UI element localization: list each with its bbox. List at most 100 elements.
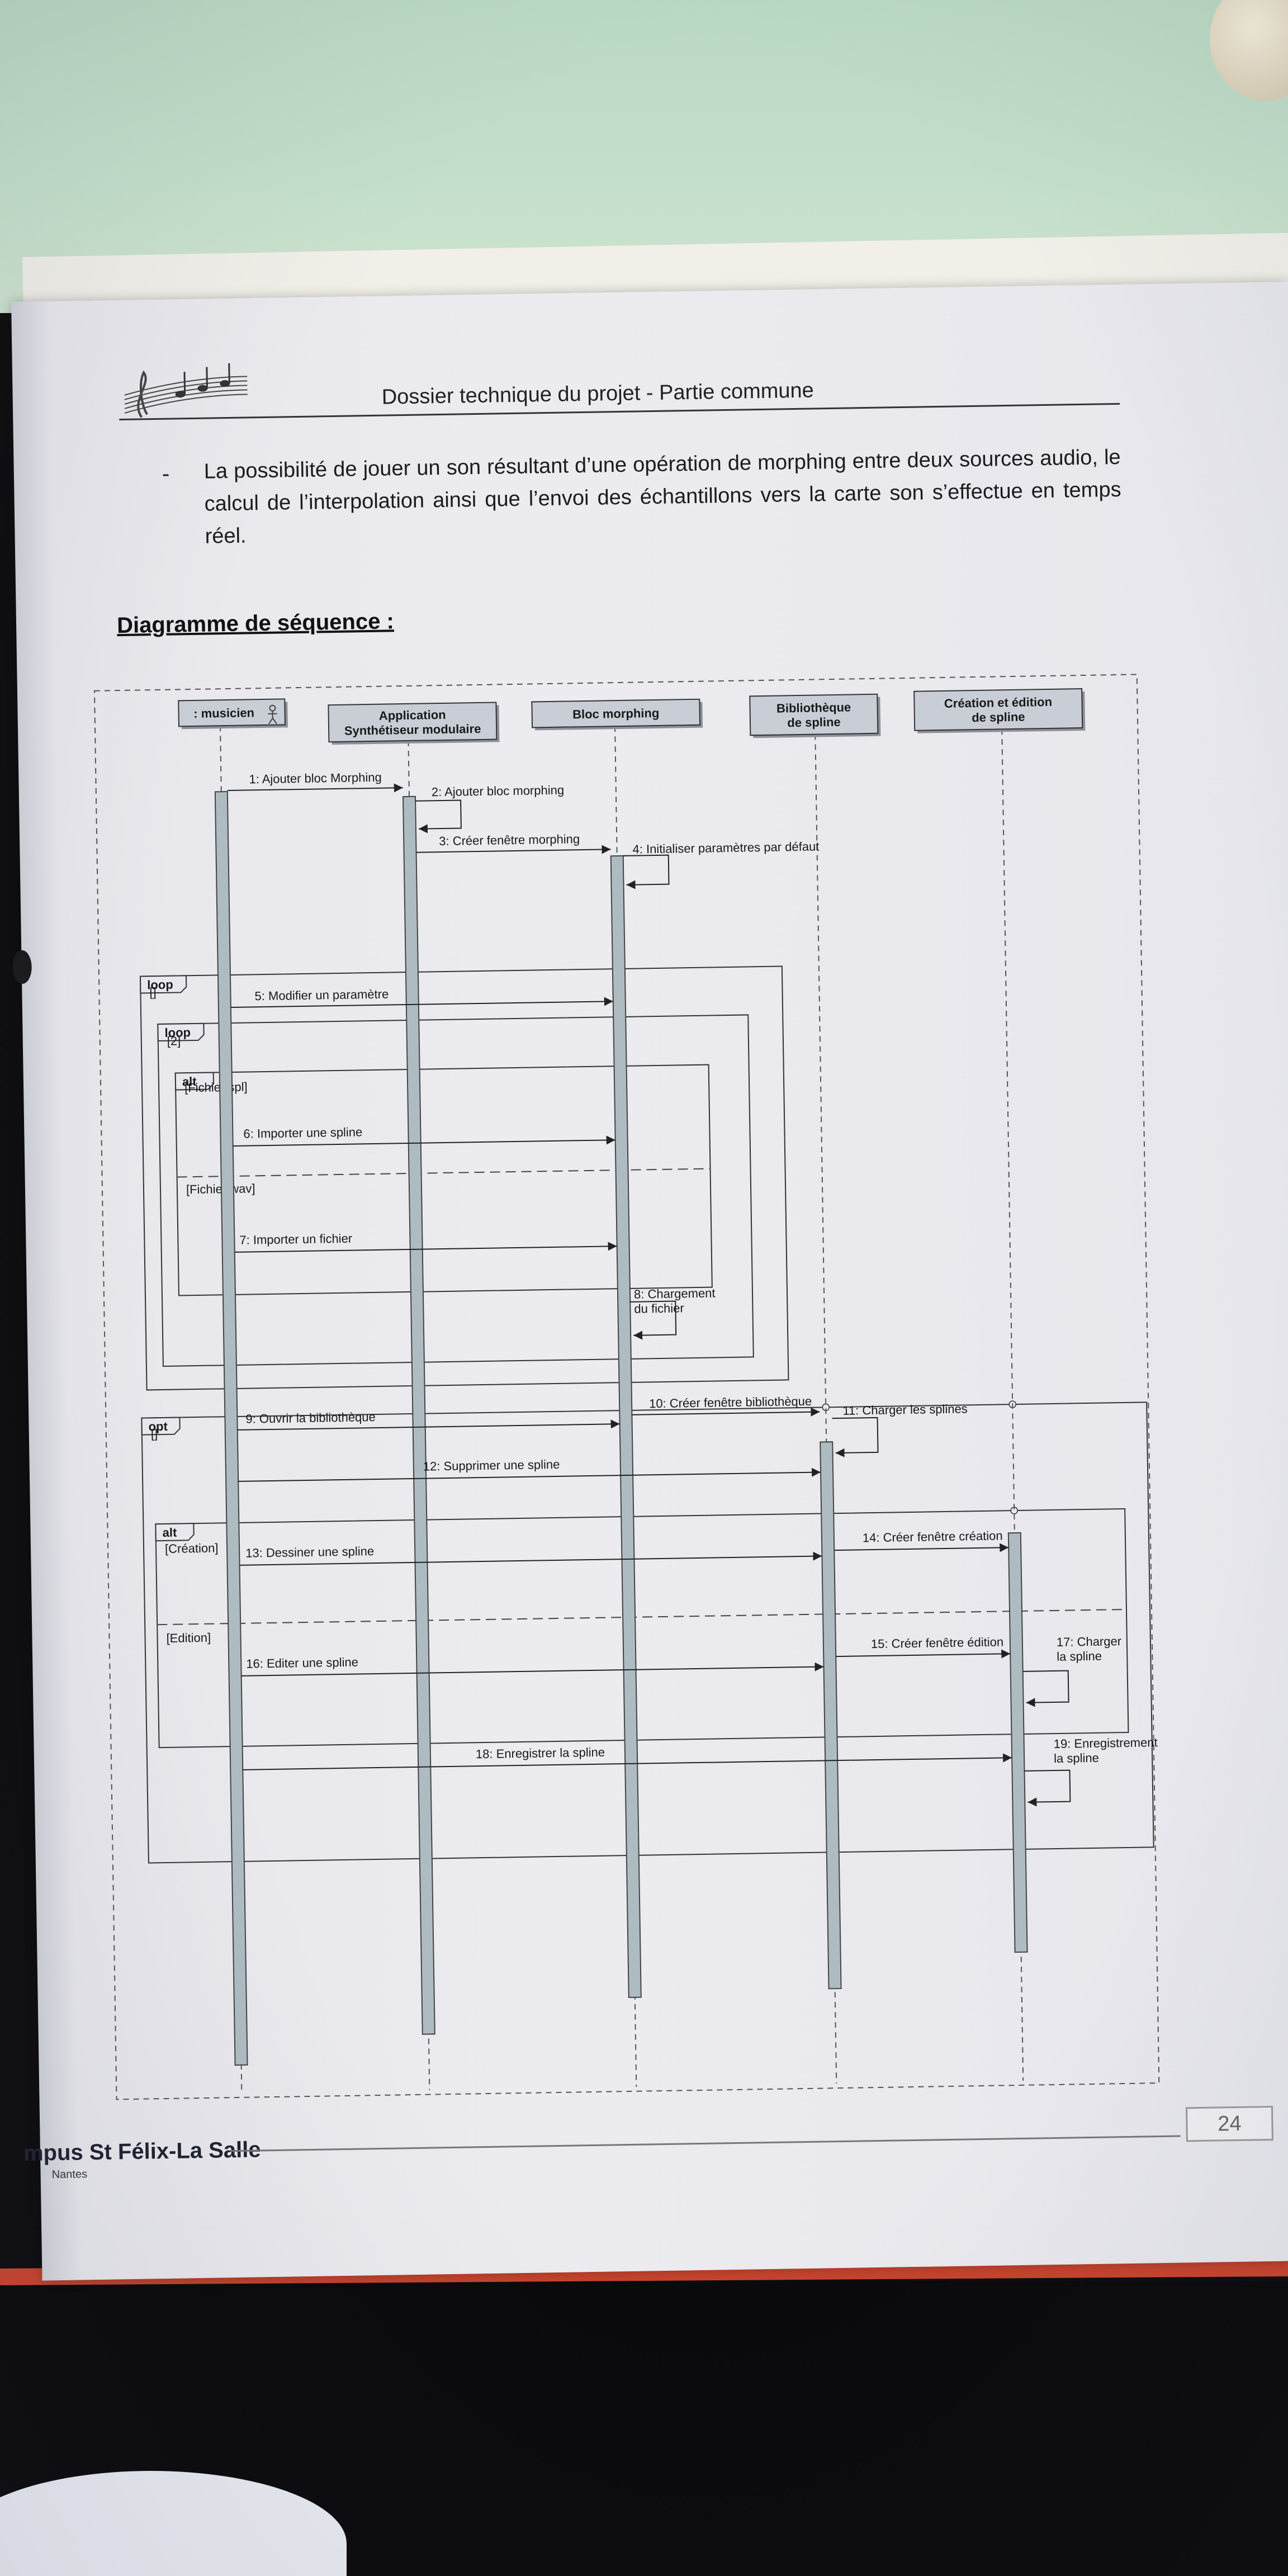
message-5-arrow [230, 997, 613, 1008]
message-19-label: la spline [1054, 1751, 1099, 1765]
fragment-loop-0: loop[] [139, 965, 789, 1391]
footer-school-name: mpus St Félix-La Salle [23, 2137, 261, 2166]
message-13-label: 13: Dessiner une spline [245, 1544, 374, 1560]
message-10-arrow [632, 1407, 820, 1417]
diagram-frame [93, 674, 1160, 2100]
fragment-alt-4-operator: alt [162, 1526, 177, 1540]
fragment-alt-2-separator [177, 1168, 711, 1178]
fragment-alt-4-separator [157, 1608, 1127, 1626]
footer-city: Nantes [51, 2168, 88, 2181]
message-19-arrow [1024, 1769, 1071, 1807]
lifeline-biblio-label: Bibliothèque [776, 700, 851, 715]
message-14-arrow [834, 1543, 1009, 1552]
fragment-alt-2-operator: alt [182, 1074, 197, 1088]
lifeline-edit-label: de spline [972, 710, 1025, 724]
fragment-alt-4: alt[Création][Edition] [155, 1507, 1129, 1749]
message-17-label: la spline [1057, 1649, 1102, 1664]
fragment-loop-1-guard: [2] [167, 1034, 181, 1048]
message-16-arrow [241, 1662, 824, 1677]
message-7: 7: Importer un fichier [234, 1232, 617, 1253]
fragment-loop-0-box [139, 965, 789, 1391]
message-14: 14: Créer fenêtre création [834, 1528, 1009, 1552]
lifeline-app-label: Synthétiseur modulaire [344, 722, 481, 738]
message-9-arrow [237, 1419, 620, 1431]
message-9-label: 9: Ouvrir la bibliothèque [245, 1410, 376, 1426]
page-number: 24 [1185, 2105, 1273, 2142]
message-5-label: 5: Modifier un paramètre [254, 987, 389, 1003]
fragment-opt-3-operator: opt [148, 1419, 168, 1434]
message-4-arrow [623, 854, 670, 889]
fragment-loop-1-box [157, 1014, 754, 1367]
message-3-arrow [416, 845, 611, 854]
message-16: 16: Editer une spline [241, 1655, 824, 1677]
lifeline-edit-line [1001, 729, 1024, 2081]
document-page: Dossier technique du projet - Partie com… [11, 282, 1288, 2281]
lifeline-morph-label: Bloc morphing [572, 706, 660, 721]
message-12-label: 12: Supprimer une spline [423, 1457, 560, 1474]
page-header-title: Dossier technique du projet - Partie com… [381, 378, 815, 409]
message-6: 6: Importer une spline [233, 1125, 615, 1147]
actor-icon [268, 704, 277, 724]
fragment-alt-4-box [155, 1508, 1129, 1749]
lifeline-biblio-label: de spline [787, 715, 841, 730]
message-13-arrow [239, 1551, 822, 1566]
message-2-label: 2: Ajouter bloc morphing [432, 783, 565, 799]
lifeline-biblio-box [749, 693, 879, 736]
lifeline-app-box [328, 702, 498, 743]
lifeline-musicien-head: : musicien [178, 698, 288, 730]
lifeline-musicien-label: : musicien [193, 705, 254, 721]
message-4-label: 4: Initialiser paramètres par défaut [632, 839, 819, 856]
message-17-label: 17: Charger [1057, 1634, 1122, 1649]
fragment-opt-3-box [141, 1401, 1154, 1864]
message-19-label: 19: Enregistrement [1054, 1735, 1158, 1751]
lifeline-app-label: Application [379, 708, 446, 723]
footer-rule [230, 2135, 1181, 2152]
message-11-arrow [832, 1417, 879, 1457]
message-5: 5: Modifier un paramètre [230, 987, 613, 1008]
message-8-arrow [630, 1300, 677, 1340]
bullet-paragraph: La possibilité de jouer un son résultant… [203, 445, 1121, 548]
fragment-alt-2: alt[Fichier spl] [Fichier wav] [174, 1062, 713, 1296]
message-1-arrow [227, 783, 403, 793]
fragment-loop-0-guard: [] [149, 985, 157, 999]
lifeline-edit-label: Création et édition [944, 695, 1052, 711]
message-13: 13: Dessiner une spline [239, 1544, 822, 1566]
bullet-dash: - [162, 461, 170, 486]
message-1: 1: Ajouter bloc Morphing [227, 770, 403, 793]
message-15: 15: Créer fenêtre édition [836, 1635, 1011, 1659]
message-8-label: du fichier [634, 1301, 684, 1315]
section-title: Diagramme de séquence : [116, 609, 395, 638]
message-7-arrow [234, 1242, 617, 1253]
message-17-arrow [1022, 1670, 1069, 1707]
message-16-label: 16: Editer une spline [246, 1655, 358, 1671]
message-6-label: 6: Importer une spline [243, 1125, 362, 1140]
message-3: 3: Créer fenêtre morphing [416, 832, 611, 854]
message-1-label: 1: Ajouter bloc Morphing [249, 770, 382, 787]
message-9: 9: Ouvrir la bibliothèque [237, 1410, 620, 1431]
message-11-label: 11: Charger les splines [842, 1401, 968, 1418]
fragment-opt-3-guard: [] [151, 1427, 158, 1441]
fragment-loop-0-operator: loop [147, 978, 173, 992]
message-7-label: 7: Importer un fichier [239, 1232, 352, 1247]
message-4: 4: Initialiser paramètres par défaut [623, 839, 820, 889]
music-notes-icon [124, 363, 248, 418]
message-10-label: 10: Créer fenêtre bibliothèque [649, 1394, 812, 1411]
message-12-arrow [238, 1467, 821, 1482]
activation-biblio [820, 1441, 842, 1990]
fragment-alt-2-guard: [Fichier spl] [184, 1080, 248, 1095]
lifeline-morph-head: Bloc morphing [531, 698, 703, 731]
fragment-alt-2-guard: [Fichier wav] [186, 1181, 255, 1196]
message-11: 11: Charger les splines [832, 1401, 968, 1457]
activation-morph [610, 855, 642, 1999]
lifeline-morph-box [531, 698, 701, 728]
lifeline-biblio-line [815, 734, 837, 2084]
fragment-alt-4-guard: [Création] [165, 1541, 219, 1555]
binder-hole [12, 950, 32, 984]
lifeline-musicien-box [178, 698, 286, 727]
